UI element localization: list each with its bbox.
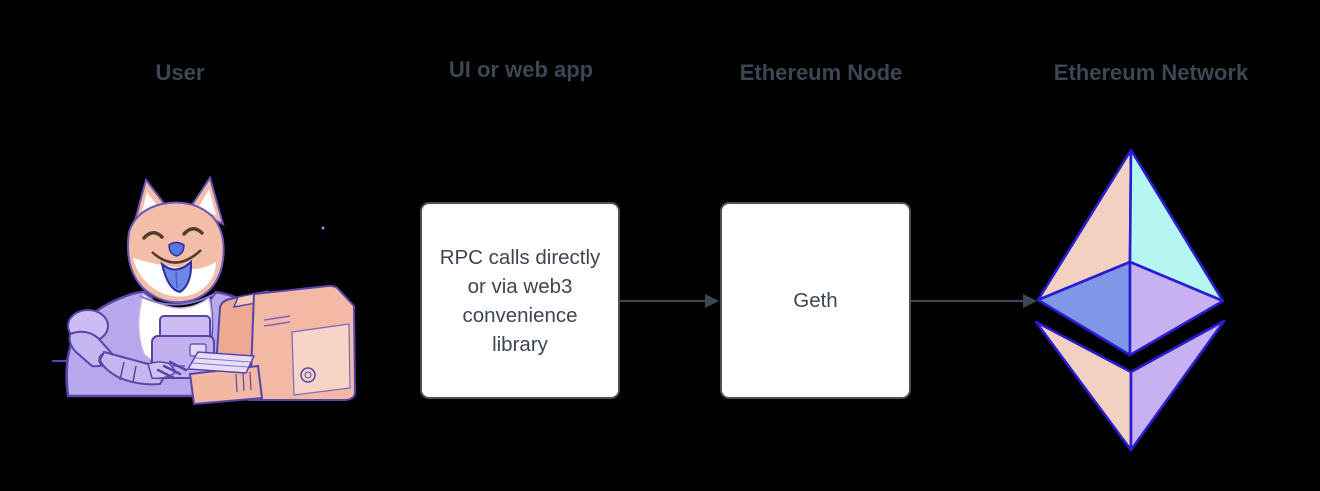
column-header-ethereum-network: Ethereum Network <box>1053 60 1249 85</box>
webapp-node-label-line: library <box>492 332 548 356</box>
arrow-node-to-network <box>911 294 1037 308</box>
retro-computer <box>186 284 357 406</box>
nose <box>168 241 185 257</box>
doge-robot-arm <box>67 309 168 386</box>
webapp-node-label-line: convenience <box>462 303 578 327</box>
arrowhead-icon <box>705 294 719 308</box>
doge-head <box>127 175 225 304</box>
doge-hand <box>147 360 188 380</box>
geth-node-label: Geth <box>793 289 838 312</box>
eye-icon <box>142 231 164 240</box>
arrow-webapp-to-node <box>620 294 719 308</box>
doge-user-illustration <box>52 175 357 406</box>
webapp-node-box: RPC calls directly or via web3 convenien… <box>420 202 620 399</box>
arrowhead-icon <box>1023 294 1037 308</box>
webapp-node-label: RPC calls directly or via web3 convenien… <box>440 243 601 359</box>
column-header-ethereum-node: Ethereum Node <box>739 60 903 85</box>
eye-icon <box>182 227 204 236</box>
geth-node-box: Geth <box>720 202 911 399</box>
column-header-webapp: UI or web app <box>448 57 594 82</box>
star-speck-icon <box>321 226 325 230</box>
webapp-node-label-line: RPC calls directly <box>439 245 601 269</box>
ethereum-diamond-logo-icon <box>1034 148 1226 452</box>
column-header-user: User <box>155 60 205 85</box>
keyboard <box>186 351 256 374</box>
webapp-node-label-line: or via web3 <box>467 274 573 298</box>
